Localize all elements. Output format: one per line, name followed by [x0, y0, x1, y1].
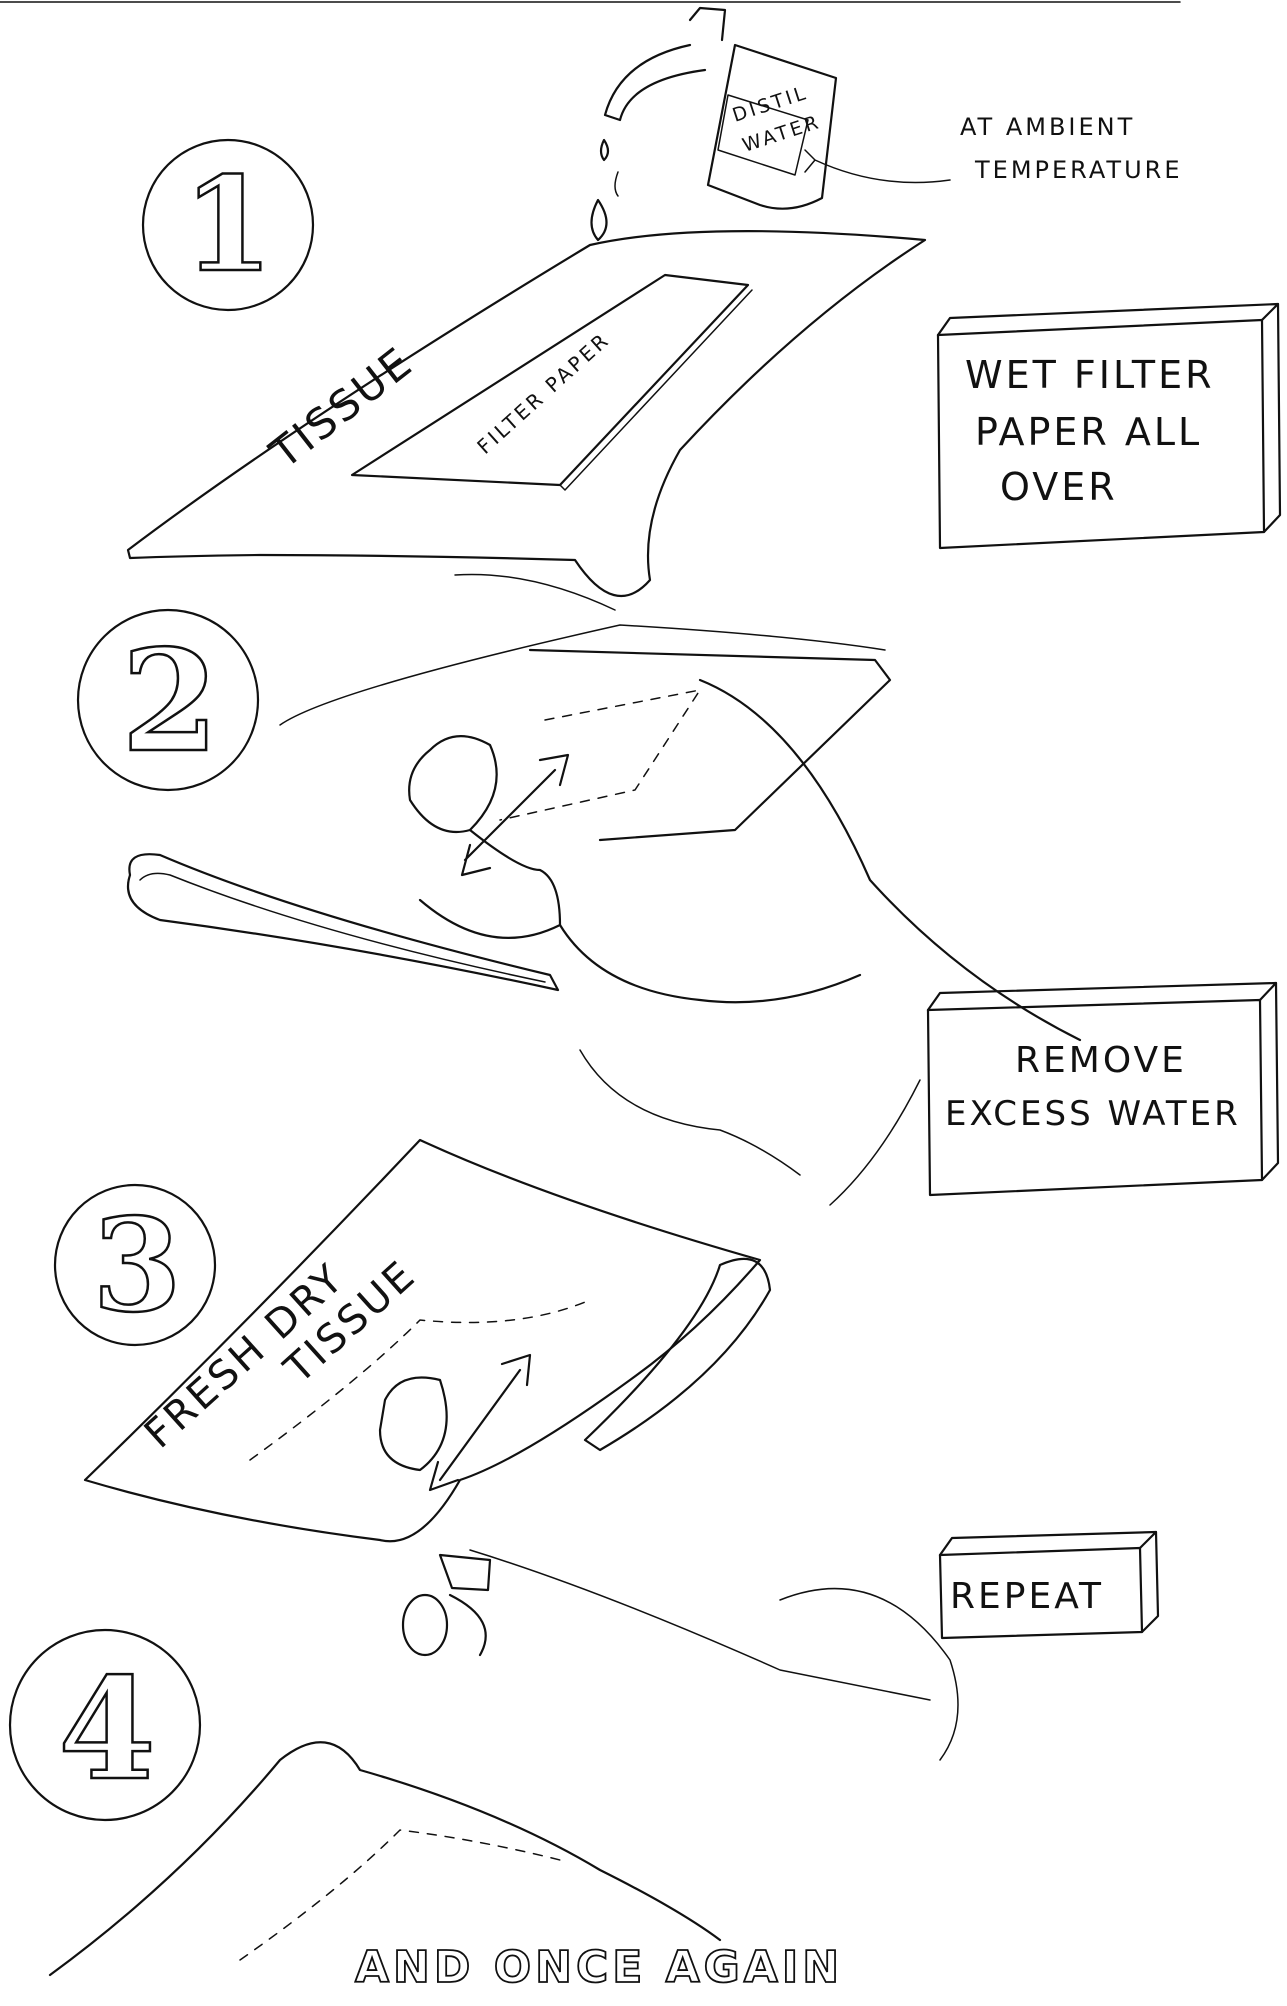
- filter-paper-outline: [240, 1830, 560, 1960]
- step-3-instruction-box: REPEAT: [940, 1532, 1158, 1638]
- step-1-number: 1: [183, 148, 273, 301]
- thumb: [409, 736, 497, 832]
- step-4-number: 4: [58, 1648, 155, 1812]
- water-drop-icon: [601, 140, 608, 160]
- filter-paper-outline: [500, 690, 700, 820]
- step-3: 3 FRESH DRY TISSUE REPEAT: [55, 1140, 1158, 1760]
- closing-caption: AND ONCE AGAIN: [355, 1942, 843, 1993]
- step-2-instruction-box: REMOVE EXCESS WATER: [928, 983, 1278, 1195]
- thumb: [380, 1378, 447, 1471]
- step-3-instruction-line-1: REPEAT: [950, 1576, 1104, 1617]
- step-2-instruction-line-2: EXCESS WATER: [945, 1094, 1241, 1134]
- step-1-instruction-line-1: WET FILTER: [965, 353, 1215, 397]
- step-1-instruction-box: WET FILTER PAPER ALL OVER: [938, 304, 1280, 548]
- rolled-tissue: [585, 1259, 770, 1450]
- press-arrow-icon: [462, 755, 568, 875]
- filter-paper-label: FILTER PAPER: [472, 327, 614, 459]
- tissue-label: TISSUE: [260, 337, 422, 479]
- step-3-number: 3: [92, 1191, 181, 1341]
- step-1-instruction-line-3: OVER: [1000, 465, 1118, 509]
- press-arrow-icon: [430, 1355, 530, 1490]
- rolled-tissue: [128, 854, 558, 990]
- step-2-instruction-line-1: REMOVE: [1015, 1040, 1187, 1081]
- step-2-number: 2: [121, 620, 218, 784]
- temperature-label-1: AT AMBIENT: [960, 113, 1135, 141]
- wash-bottle-icon: DISTIL WATER: [605, 8, 836, 209]
- fingertip: [403, 1595, 447, 1655]
- step-2: 2 REMOVE EXCESS WATER: [78, 610, 1278, 1205]
- water-drop-icon: [615, 172, 618, 196]
- step-4: 4 AND ONCE AGAIN: [10, 1630, 843, 1993]
- temperature-label-2: TEMPERATURE: [974, 156, 1183, 184]
- water-drop-icon: [592, 200, 607, 240]
- fresh-dry-tissue: [85, 1140, 760, 1541]
- step-1: 1 DISTIL WATER AT AMBIENT TEMPERATURE TI…: [128, 8, 1280, 610]
- step-1-instruction-line-2: PAPER ALL: [975, 410, 1202, 454]
